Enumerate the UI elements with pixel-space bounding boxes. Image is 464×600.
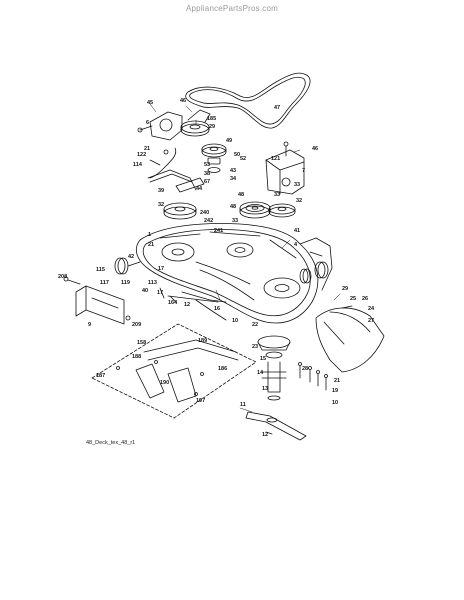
part-label-19: 19 bbox=[332, 388, 338, 394]
part-label-33: 33 bbox=[294, 182, 300, 188]
part-label-46: 46 bbox=[180, 98, 186, 104]
left-spindle-pulley bbox=[163, 202, 197, 220]
part-label-21b: 21 bbox=[148, 242, 154, 248]
part-label-240: 240 bbox=[200, 210, 209, 216]
part-label-33c: 33 bbox=[232, 218, 238, 224]
part-label-6b: 121 bbox=[271, 156, 280, 162]
part-label-185: 185 bbox=[207, 116, 216, 122]
part-label-16: 16 bbox=[214, 306, 220, 312]
part-label-40: 40 bbox=[142, 288, 148, 294]
part-label-45: 45 bbox=[147, 100, 153, 106]
lift-rod bbox=[167, 295, 227, 321]
leader-lines bbox=[149, 103, 341, 413]
watermark: AppliancePartsPros.com bbox=[186, 4, 278, 13]
part-label-33b: 33 bbox=[274, 192, 280, 198]
diagram-caption: 48_Deck_tex_48_r1 bbox=[86, 440, 136, 446]
part-label-164: 164 bbox=[168, 300, 178, 306]
part-label-113: 113 bbox=[148, 280, 157, 286]
part-label-208: 208 bbox=[58, 274, 67, 280]
part-label-197: 197 bbox=[196, 398, 205, 404]
part-label-23: 23 bbox=[252, 344, 258, 350]
part-label-187: 187 bbox=[96, 373, 105, 379]
part-label-24: 24 bbox=[368, 306, 375, 312]
idler-bracket bbox=[137, 111, 183, 141]
tension-spring-arm bbox=[147, 147, 205, 193]
part-label-6: 6 bbox=[146, 120, 149, 126]
part-label-17: 17 bbox=[158, 266, 164, 272]
part-label-43: 43 bbox=[230, 168, 236, 174]
part-label-22: 22 bbox=[252, 322, 258, 328]
part-label-114: 114 bbox=[133, 162, 143, 168]
front-link-assembly bbox=[116, 339, 239, 403]
part-label-12: 12 bbox=[184, 302, 190, 308]
part-label-21c: 21 bbox=[334, 378, 340, 384]
center-pulley bbox=[201, 143, 227, 173]
part-label-186: 186 bbox=[218, 366, 227, 372]
part-label-117: 117 bbox=[100, 280, 109, 286]
part-label-119: 119 bbox=[121, 280, 130, 286]
part-label-9: 9 bbox=[88, 322, 91, 328]
part-label-50: 50 bbox=[234, 152, 240, 158]
part-label-48: 48 bbox=[238, 192, 244, 198]
part-label-42: 42 bbox=[128, 254, 134, 260]
inset-box bbox=[91, 323, 257, 419]
part-label-241: 241 bbox=[214, 228, 223, 234]
part-label-14: 14 bbox=[257, 370, 264, 376]
part-label-28: 28 bbox=[302, 366, 308, 372]
part-label-38: 38 bbox=[204, 171, 210, 177]
part-label-158: 158 bbox=[137, 340, 146, 346]
part-label-122: 122 bbox=[137, 152, 146, 158]
part-label-21: 21 bbox=[144, 146, 150, 152]
part-label-27: 27 bbox=[368, 318, 374, 324]
part-label-67: 67 bbox=[204, 179, 210, 185]
part-label-242: 242 bbox=[204, 218, 213, 224]
part-label-39: 39 bbox=[158, 188, 164, 194]
drive-belt bbox=[185, 72, 311, 129]
part-label-49: 49 bbox=[226, 138, 232, 144]
mower-blade bbox=[245, 411, 307, 441]
part-label-10b: 10 bbox=[332, 400, 338, 406]
part-label-52: 52 bbox=[240, 156, 246, 162]
hanger-bracket bbox=[63, 276, 131, 325]
part-label-209: 209 bbox=[132, 322, 141, 328]
part-label-188: 188 bbox=[132, 354, 141, 360]
center-spindle-pulley bbox=[239, 201, 271, 219]
part-label-29b: 29 bbox=[342, 286, 348, 292]
part-label-32: 32 bbox=[158, 202, 164, 208]
part-label-25: 25 bbox=[350, 296, 356, 302]
part-label-12b: 12 bbox=[262, 432, 268, 438]
part-label-115: 115 bbox=[96, 267, 105, 273]
part-label-1: 1 bbox=[148, 232, 151, 238]
part-label-44: 44 bbox=[196, 186, 203, 192]
part-label-34: 34 bbox=[230, 176, 237, 182]
part-label-46b: 46 bbox=[312, 146, 318, 152]
part-label-189: 189 bbox=[198, 338, 207, 344]
part-label-29: 29 bbox=[209, 124, 215, 130]
idler-pulley bbox=[180, 109, 211, 137]
part-label-47: 47 bbox=[274, 105, 280, 111]
part-label-10: 10 bbox=[232, 318, 238, 324]
part-label-53: 53 bbox=[204, 162, 210, 168]
part-label-11: 11 bbox=[240, 402, 246, 408]
part-label-190: 190 bbox=[160, 380, 169, 386]
right-spindle-pulley bbox=[268, 203, 296, 218]
mower-deck-housing bbox=[114, 223, 333, 324]
part-label-32b: 32 bbox=[296, 198, 302, 204]
part-label-13: 13 bbox=[262, 386, 268, 392]
blade-spindle bbox=[257, 335, 291, 401]
part-label-26: 26 bbox=[362, 296, 368, 302]
part-label-17b: 17 bbox=[157, 290, 163, 296]
part-number-labels: 45 46 47 6 185 29 49 46 21 122 50 121 11… bbox=[58, 98, 375, 438]
part-label-7: 7 bbox=[302, 168, 305, 174]
mounting-bolts bbox=[298, 362, 328, 391]
discharge-chute bbox=[315, 305, 385, 373]
part-label-48b: 48 bbox=[230, 204, 236, 210]
part-label-41: 41 bbox=[294, 228, 300, 234]
part-label-15: 15 bbox=[260, 356, 266, 362]
gearbox-cover bbox=[265, 141, 305, 195]
part-label-4: 4 bbox=[294, 242, 298, 248]
